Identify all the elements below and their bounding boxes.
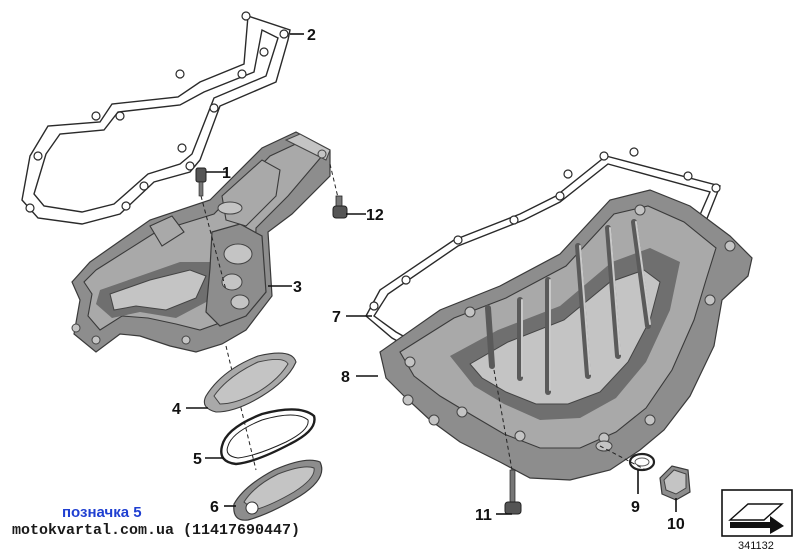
callout-label-12: 12 bbox=[366, 207, 384, 224]
callout-3: 3 bbox=[268, 279, 302, 296]
callout-1: 1 bbox=[206, 165, 231, 182]
callout-4: 4 bbox=[172, 401, 208, 418]
strainer-cover bbox=[233, 459, 323, 521]
callout-6: 6 bbox=[210, 499, 236, 516]
reference-number: 341132 bbox=[738, 540, 774, 552]
bolt-part-12 bbox=[329, 163, 348, 219]
oil-pan bbox=[379, 189, 753, 481]
callout-2: 2 bbox=[290, 27, 316, 44]
callout-label-5: 5 bbox=[193, 451, 202, 468]
callout-7: 7 bbox=[332, 309, 372, 326]
bolt-part-1 bbox=[195, 167, 227, 291]
upper-gasket bbox=[21, 11, 291, 225]
callout-label-9: 9 bbox=[631, 499, 640, 516]
callout-label-4: 4 bbox=[172, 401, 181, 418]
bolt-part-11 bbox=[504, 469, 522, 515]
callout-label-8: 8 bbox=[341, 369, 350, 386]
callout-10: 10 bbox=[667, 498, 685, 533]
callout-label-3: 3 bbox=[293, 279, 302, 296]
callout-label-1: 1 bbox=[222, 165, 231, 182]
drain-plug bbox=[659, 465, 691, 501]
callout-label-2: 2 bbox=[307, 27, 316, 44]
callout-label-11: 11 bbox=[475, 507, 492, 524]
callout-5: 5 bbox=[193, 451, 224, 468]
view-direction-icon bbox=[721, 489, 793, 537]
watermark-label: позначка 5 bbox=[62, 504, 142, 521]
o-ring-seal bbox=[220, 408, 316, 466]
drain-seal-ring bbox=[628, 452, 656, 472]
callout-9: 9 bbox=[631, 470, 640, 516]
callout-label-10: 10 bbox=[667, 516, 685, 533]
callout-label-6: 6 bbox=[210, 499, 219, 516]
callout-12: 12 bbox=[346, 207, 384, 224]
watermark-site: motokvartal.com.ua (11417690447) bbox=[12, 522, 301, 539]
oil-pump-housing bbox=[71, 131, 331, 353]
callout-label-7: 7 bbox=[332, 309, 341, 326]
callout-11: 11 bbox=[475, 507, 512, 524]
strainer-plate bbox=[203, 345, 297, 471]
callout-8: 8 bbox=[341, 369, 378, 386]
